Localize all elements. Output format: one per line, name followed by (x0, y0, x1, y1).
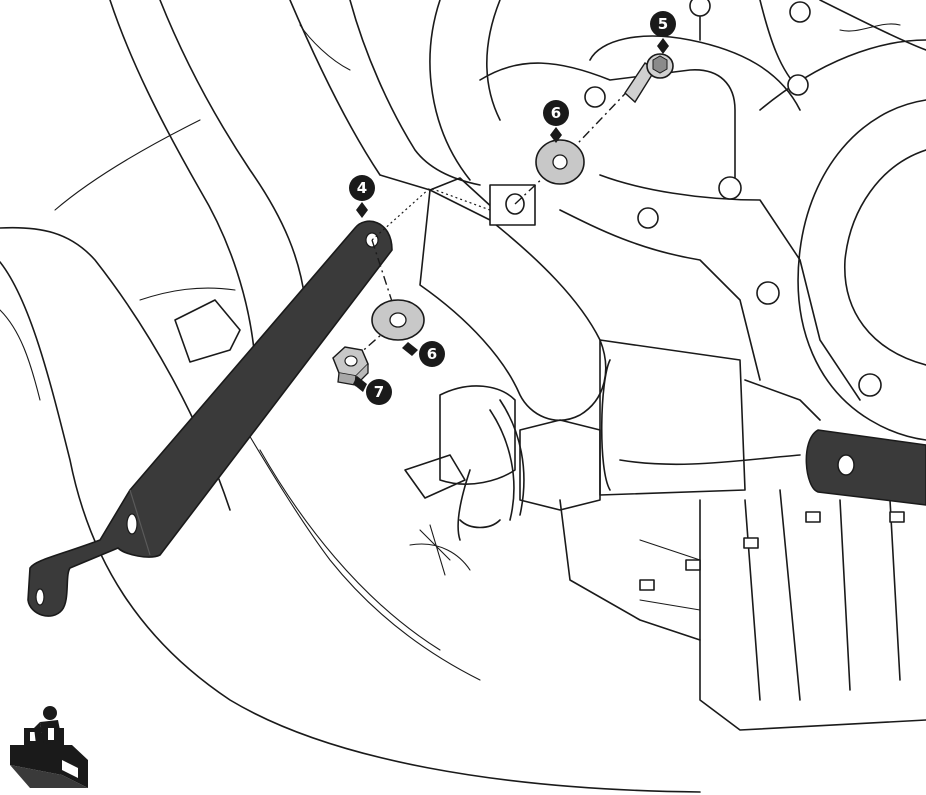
upper-washer (535, 139, 585, 185)
bolt (624, 53, 674, 104)
callout-marker-6-lower: 6 (402, 341, 445, 367)
callout-label-6-lower: 6 (427, 345, 437, 363)
lower-washer (371, 299, 425, 341)
callout-marker-6-upper: 6 (543, 100, 569, 143)
callout-marker-7: 7 (353, 376, 392, 405)
nut (332, 346, 369, 387)
callout-marker-4: 4 (349, 175, 375, 218)
right-bracket (805, 429, 926, 506)
bracket (27, 220, 393, 617)
callout-label-7: 7 (374, 383, 384, 401)
engine-studs (584, 0, 905, 591)
workbench-mechanic-icon (10, 706, 88, 788)
callout-label-5: 5 (658, 15, 668, 33)
callout-label-6-upper: 6 (551, 104, 561, 122)
callout-label-4: 4 (357, 179, 367, 197)
callout-marker-5: 5 (650, 11, 676, 54)
